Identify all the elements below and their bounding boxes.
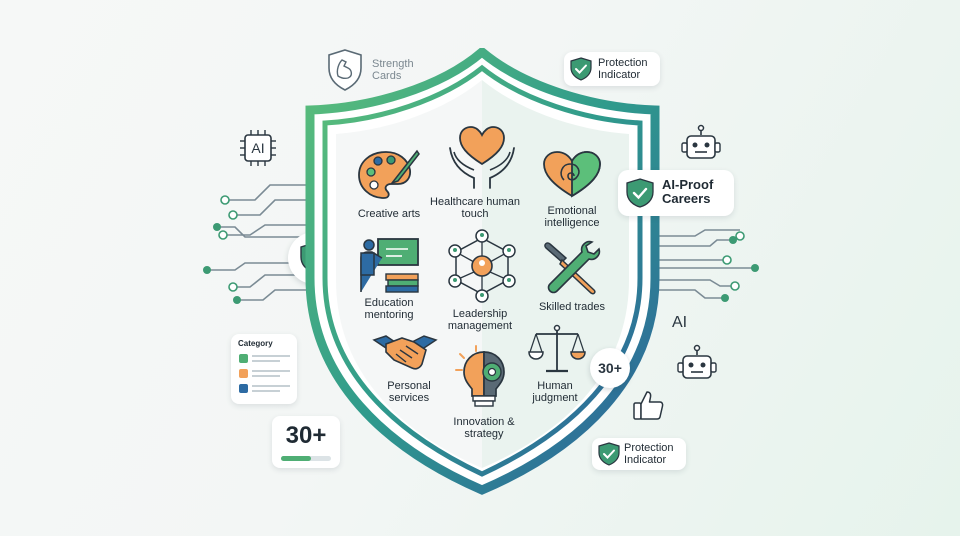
legend-swatch-blue — [239, 384, 248, 393]
protection-indicator-top: Protection Indicator — [564, 52, 660, 86]
teacher-board-icon — [360, 238, 419, 293]
career-label-creative-arts: Creative arts — [357, 208, 421, 220]
robot-icon — [681, 124, 721, 159]
legend-swatch-green — [239, 354, 248, 363]
legend-swatch-orange — [239, 369, 248, 378]
robot-icon — [677, 344, 717, 379]
check-shield-icon — [570, 57, 592, 81]
count-badge-text: 30+ — [598, 360, 622, 376]
legend-line — [252, 360, 280, 362]
count-badge-circle: 30+ — [590, 348, 630, 388]
strength-cards-label: Strength Cards — [372, 58, 414, 82]
count-card: 30+ — [272, 416, 340, 468]
wrench-hammer-icon — [544, 240, 601, 295]
career-label-skilled-trades: Skilled trades — [538, 301, 606, 313]
career-label-emotional-intelligence: Emotional intelligence — [544, 205, 600, 229]
protection-indicator-bottom: Protection Indicator — [592, 438, 686, 470]
career-label-personal-services: Personal services — [387, 380, 431, 404]
count-progress-track — [281, 456, 331, 461]
handshake-icon — [372, 335, 438, 370]
category-legend-card: Category — [231, 334, 297, 404]
protection-indicator-top-label: Protection Indicator — [598, 57, 648, 81]
career-label-healthcare: Healthcare human touch — [430, 196, 520, 220]
legend-title: Category — [238, 339, 273, 348]
palette-icon — [358, 149, 420, 199]
legend-line — [252, 385, 290, 387]
right-circuit-lines — [655, 229, 759, 302]
check-shield-icon — [598, 442, 620, 466]
strength-cards-badge: Strength Cards — [326, 48, 436, 92]
career-label-education: Education mentoring — [364, 297, 414, 321]
ai-chip-label: AI — [251, 140, 265, 156]
ai-chip-icon: AI — [238, 128, 278, 168]
legend-line — [252, 375, 280, 377]
heart-mind-icon — [543, 151, 601, 198]
legend-line — [252, 355, 290, 357]
career-label-innovation: Innovation & strategy — [453, 416, 515, 440]
network-people-icon — [448, 229, 516, 303]
legend-line — [252, 390, 280, 392]
thumbs-up-icon — [633, 391, 664, 420]
ai-text-right: AI — [672, 314, 688, 331]
check-shield-icon — [626, 178, 654, 208]
protection-indicator-bottom-label: Protection Indicator — [624, 442, 674, 466]
count-value: 30+ — [285, 422, 327, 449]
heart-hands-icon — [449, 126, 515, 189]
count-progress-fill — [281, 456, 311, 461]
muscle-shield-icon — [328, 49, 362, 91]
career-label-leadership: Leadership management — [447, 308, 513, 332]
legend-line — [252, 370, 290, 372]
left-circuit-lines — [203, 184, 310, 304]
ai-proof-careers-badge: AI-Proof Careers — [618, 170, 734, 216]
scales-icon — [528, 324, 586, 373]
ai-proof-careers-label: AI-Proof Careers — [662, 177, 714, 206]
lightbulb-gear-icon — [455, 345, 505, 407]
career-label-human-judgment: Human judgment — [532, 380, 578, 404]
